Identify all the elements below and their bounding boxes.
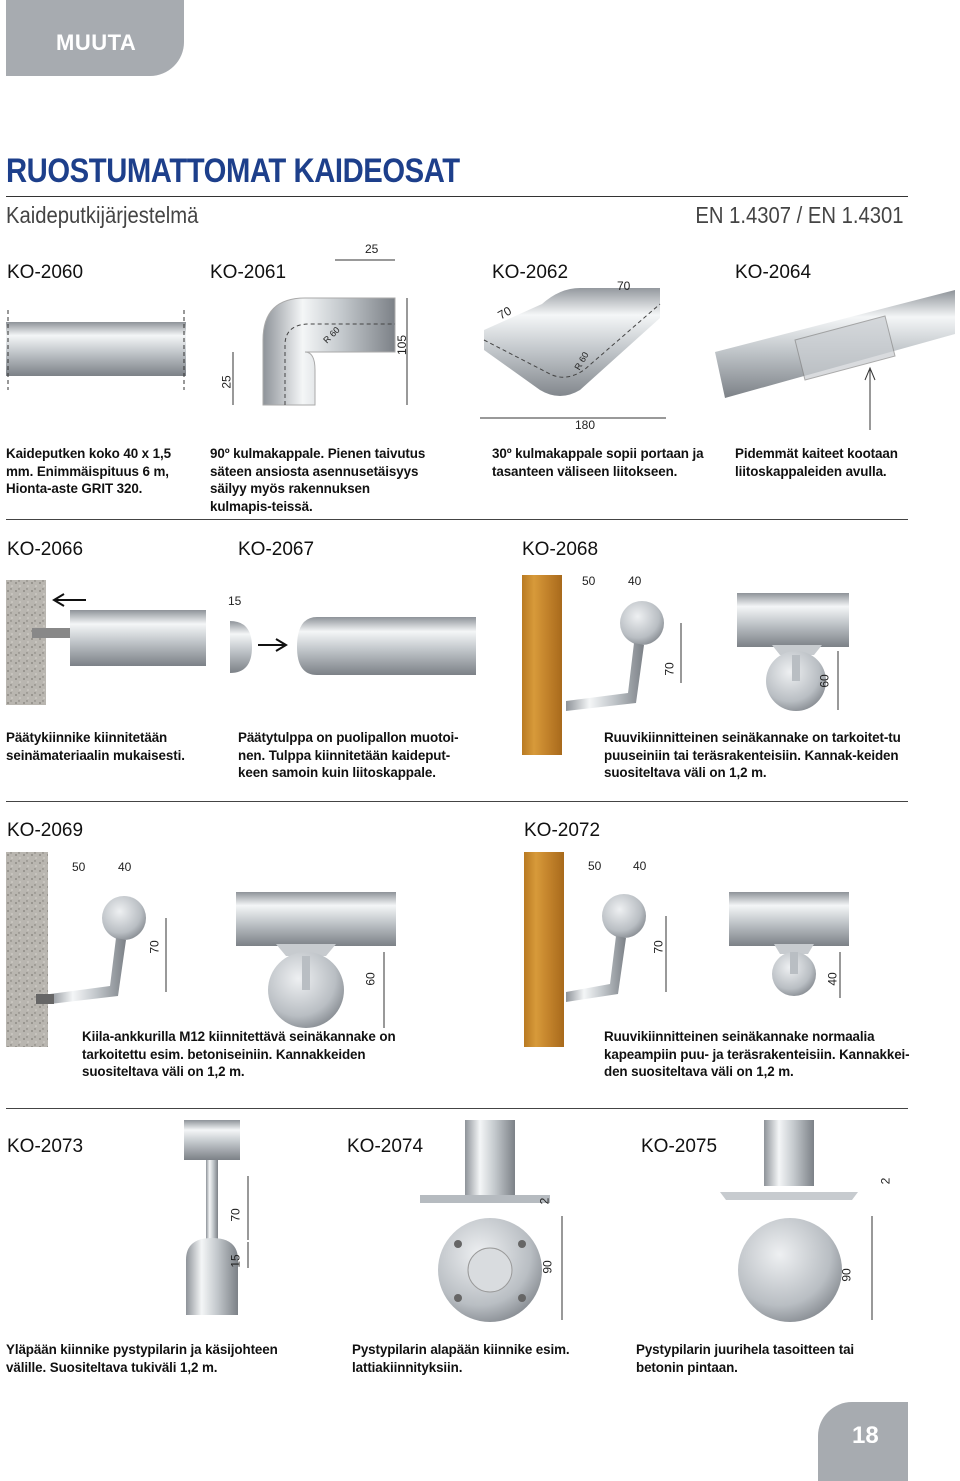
dim-ko2067: 15 [228, 594, 242, 608]
dim-ko2072-b: 40 [633, 859, 647, 873]
product-code-ko2062: KO-2062 [492, 262, 569, 283]
product-code-ko2064: KO-2064 [735, 262, 812, 283]
page-subtitle: Kaideputkijärjestelmä [6, 202, 199, 228]
product-code-ko2073: KO-2073 [7, 1136, 84, 1157]
post-top-bracket-image [184, 1120, 249, 1315]
dim-ko2068-h: 70 [662, 662, 677, 676]
row-divider-1 [6, 519, 908, 520]
page-number-tab: 18 [818, 1402, 908, 1481]
desc-ko2066: Päätykiinnike kiinnitetään seinämateriaa… [6, 730, 185, 763]
desc-ko2073: Yläpään kiinnike pystypilarin ja käsijoh… [6, 1342, 278, 1375]
dim-ko2073-a: 70 [228, 1208, 243, 1222]
dim-ko2074-a: 2 [537, 1197, 552, 1205]
dim-ko2068-a: 50 [582, 574, 596, 588]
section-tab: MUUTA [6, 0, 184, 76]
elbow-30-image [480, 288, 666, 419]
dim-ko2069-b: 40 [118, 860, 132, 874]
post-base-cover-image [720, 1120, 873, 1322]
desc-ko2061: 90º kulmakappale. Pienen taivutus säteen… [210, 446, 426, 514]
dim-ko2072-h: 70 [651, 940, 666, 954]
desc-ko2064: Pidemmät kaiteet kootaan liitoskappaleid… [735, 446, 898, 479]
desc-ko2060: Kaideputken koko 40 x 1,5 mm. Enimmäispi… [6, 446, 171, 496]
wall-bracket-wood-image [522, 575, 849, 755]
dim-ko2068-b: 40 [628, 574, 642, 588]
row-divider-2 [6, 801, 908, 802]
straight-pipe-image [6, 310, 186, 390]
desc-ko2068: Ruuvikiinnitteinen seinäkannake on tarko… [604, 730, 901, 780]
desc-ko2069: Kiila-ankkurilla M12 kiinnitettävä seinä… [82, 1029, 396, 1079]
desc-ko2075: Pystypilarin juurihela tasoitteen tai be… [636, 1342, 855, 1375]
dim-ko2074-b: 90 [540, 1260, 555, 1274]
dim-ko2061-left: 25 [219, 375, 234, 389]
product-code-ko2072: KO-2072 [524, 820, 601, 841]
desc-ko2074: Pystypilarin alapään kiinnike esim. latt… [352, 1342, 570, 1375]
dim-ko2062-top: 70 [617, 279, 631, 293]
desc-ko2067: Päätytulppa on puolipallon muotoi-nen. T… [238, 730, 459, 780]
product-code-ko2069: KO-2069 [7, 820, 84, 841]
dim-ko2062-bottom: 180 [575, 418, 596, 432]
page-title: RUOSTUMATTOMAT KAIDEOSAT [6, 152, 460, 190]
connector-image [715, 290, 955, 430]
end-cap-image [230, 617, 476, 675]
product-code-ko2067: KO-2067 [238, 539, 315, 560]
dim-ko2069-a: 50 [72, 860, 86, 874]
end-bracket-image [6, 580, 206, 705]
dim-ko2061-right: 105 [395, 334, 410, 356]
narrow-wall-bracket-image [524, 852, 849, 1047]
product-code-ko2075: KO-2075 [641, 1136, 718, 1157]
post-base-bracket-image [420, 1120, 563, 1322]
product-code-ko2066: KO-2066 [7, 539, 84, 560]
wall-bracket-concrete-image [6, 852, 396, 1047]
desc-ko2062: 30º kulmakappale sopii portaan ja tasant… [492, 446, 704, 479]
dim-ko2068-plate: 60 [817, 674, 832, 688]
dim-ko2075-b: 90 [839, 1268, 854, 1282]
title-divider [6, 196, 908, 197]
product-code-ko2061: KO-2061 [210, 262, 287, 283]
elbow-90-image [232, 259, 408, 406]
dim-ko2072-plate: 40 [825, 972, 840, 986]
row-divider-3 [6, 1108, 908, 1109]
page-number: 18 [852, 1422, 879, 1449]
dim-ko2075-a: 2 [878, 1177, 893, 1185]
section-tab-label: MUUTA [56, 30, 137, 55]
desc-ko2072: Ruuvikiinnitteinen seinäkannake normaali… [604, 1029, 910, 1079]
dim-ko2069-h: 70 [147, 940, 162, 954]
material-standard: EN 1.4307 / EN 1.4301 [695, 202, 904, 228]
dim-ko2072-a: 50 [588, 859, 602, 873]
product-code-ko2068: KO-2068 [522, 539, 599, 560]
product-code-ko2060: KO-2060 [7, 262, 84, 283]
dim-ko2069-plate: 60 [363, 972, 378, 986]
dim-ko2073-b: 15 [228, 1254, 243, 1268]
dim-ko2061-top: 25 [365, 242, 379, 256]
product-code-ko2074: KO-2074 [347, 1136, 424, 1157]
